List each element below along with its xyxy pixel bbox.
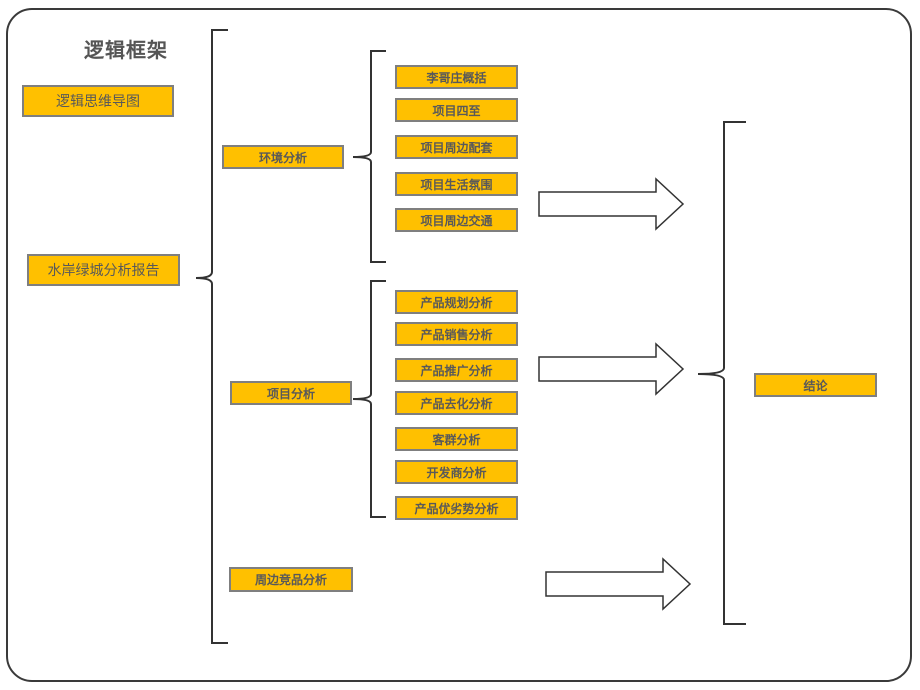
arrow-right-icon bbox=[538, 177, 685, 231]
project-item-box: 客群分析 bbox=[395, 427, 518, 451]
main-brace bbox=[195, 29, 228, 644]
environment-brace bbox=[352, 50, 386, 263]
mindmap-box: 逻辑思维导图 bbox=[22, 85, 174, 117]
project-item-box: 产品优劣势分析 bbox=[395, 496, 518, 520]
project-item-box: 产品去化分析 bbox=[395, 391, 518, 415]
project-brace bbox=[352, 280, 386, 518]
project-item-box: 产品规划分析 bbox=[395, 290, 518, 314]
project-item-box: 开发商分析 bbox=[395, 460, 518, 484]
project-item-box: 产品推广分析 bbox=[395, 358, 518, 382]
conclusion-brace bbox=[697, 121, 746, 625]
competitor-analysis-box: 周边竞品分析 bbox=[229, 567, 353, 592]
environment-analysis-box: 环境分析 bbox=[222, 145, 344, 169]
slide-frame bbox=[6, 8, 912, 682]
arrow-right-icon bbox=[545, 557, 692, 611]
env-item-box: 李哥庄概括 bbox=[395, 65, 518, 89]
project-item-box: 产品销售分析 bbox=[395, 322, 518, 346]
env-item-box: 项目周边交通 bbox=[395, 208, 518, 232]
project-analysis-box: 项目分析 bbox=[230, 381, 352, 405]
conclusion-box: 结论 bbox=[754, 373, 877, 397]
arrow-right-icon bbox=[538, 342, 685, 396]
report-box: 水岸绿城分析报告 bbox=[27, 254, 180, 286]
page-title: 逻辑框架 bbox=[84, 38, 168, 62]
env-item-box: 项目周边配套 bbox=[395, 135, 518, 159]
env-item-box: 项目生活氛围 bbox=[395, 172, 518, 196]
env-item-box: 项目四至 bbox=[395, 98, 518, 122]
